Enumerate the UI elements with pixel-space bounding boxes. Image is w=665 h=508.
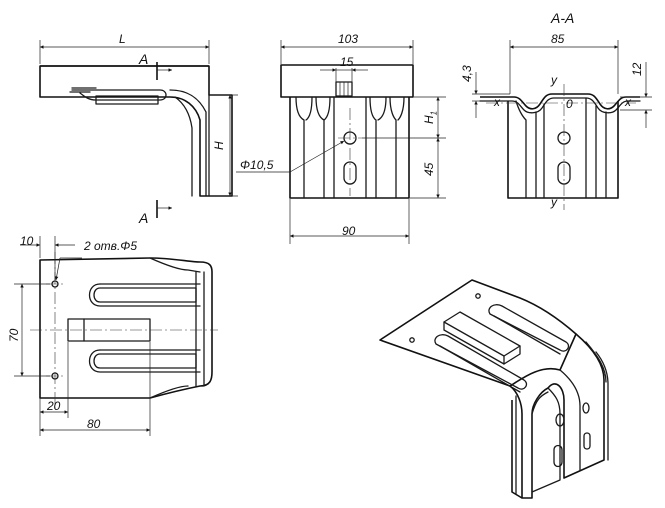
plan-view (14, 236, 218, 436)
plan-holes-label: 2 отв.Φ5 (84, 239, 137, 253)
front-vertical-dim: 45 (422, 162, 436, 176)
front-h1-main: H (422, 115, 436, 124)
front-h1-label: H1 (422, 110, 439, 124)
section-axis-x-right: x (625, 95, 631, 109)
plan-length: 80 (87, 417, 101, 431)
front-bottom-width: 90 (342, 224, 356, 238)
front-slot-width: 15 (340, 55, 354, 69)
side-cut-label-bottom: A (139, 210, 149, 226)
side-cut-label-top: A (139, 51, 149, 67)
front-top-width: 103 (338, 32, 359, 46)
front-h1-sub: 1 (429, 110, 439, 116)
plan-height: 70 (7, 328, 21, 342)
front-hole-label: Φ10,5 (240, 158, 274, 172)
section-right-height: 12 (630, 62, 644, 76)
section-axis-x-left: x (494, 95, 500, 109)
section-axis-y-bottom: y (551, 195, 557, 209)
section-view (472, 40, 652, 210)
plan-hole-offset: 20 (47, 399, 61, 413)
plan-edge-offset: 10 (20, 234, 34, 248)
side-length-label: L (119, 32, 126, 46)
section-width: 85 (551, 32, 565, 46)
section-axis-y-top: y (551, 73, 557, 87)
isometric-bracket-illustration (379, 279, 609, 499)
side-height-label: H (212, 141, 226, 150)
front-view (236, 40, 446, 244)
section-left-height: 4,3 (460, 65, 474, 82)
side-view (39, 40, 238, 218)
section-origin: 0 (566, 97, 573, 111)
section-title: A-A (551, 10, 575, 26)
